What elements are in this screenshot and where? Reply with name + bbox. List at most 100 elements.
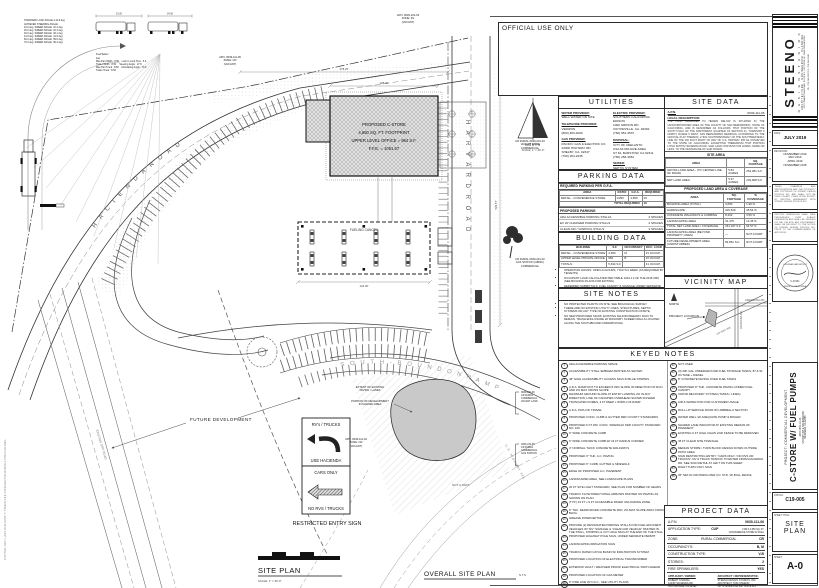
keyed-note-number: 2: [561, 370, 568, 377]
dirt-road-label: EXISTING DIRT ROAD: [95, 429, 108, 461]
plot-stamp-area: PLOTTED: JULY 1, 2019 10:42 AM BY: T. ST…: [1, 300, 9, 560]
cell: 4,650: [723, 201, 746, 209]
keyed-note-text: TRAFFIC FLOW DIRECTIONAL ARROWS PAINTED …: [568, 492, 659, 500]
pd-stories-label: STORIES:: [668, 559, 684, 564]
parking-data-panel: PARKING DATA REQUIRED PARKING PER G.F.A.…: [558, 170, 665, 246]
svg-text:34.50: 34.50: [167, 12, 174, 15]
utilities-title: UTILITIES: [559, 97, 664, 109]
keyed-note-number: 18: [561, 493, 568, 500]
keyed-note-number: 20: [561, 508, 568, 516]
keyed-note-number: 45: [670, 393, 677, 400]
keyed-note-text: 8" CONCRETE PAVING OVER FUEL TANKS: [677, 376, 737, 381]
keyed-note-number: 26: [561, 558, 568, 565]
project-label: PROJECT: COMMERCIAL DEVELOPMENT: [783, 389, 788, 465]
building-note: OCCUPANT LOAD CALCULATED PER TABLE 1004.…: [564, 276, 664, 284]
col-blank: [726, 158, 746, 169]
cell: 5.84 ACRES: [726, 167, 746, 178]
keyed-note-text: MAXIMUM GROUND SLOPE AT ENTRY LANDING 2%…: [568, 392, 656, 400]
revisions-label: REVISIONS:: [774, 149, 788, 153]
building-data-table: BUILDING S.F. OCCUPANCY OCC. LOAD RETAIL…: [558, 244, 665, 268]
project-name: C-STORE W/ FUEL PUMPS: [789, 372, 799, 482]
svg-text:N.T.S.: N.T.S.: [519, 573, 527, 577]
dimension-lines: [237, 69, 503, 328]
svg-text:51.00: 51.00: [116, 12, 123, 15]
keyed-note-number: 24: [561, 543, 568, 550]
hwy-395-label: U.S. HIGHWAY 395: [504, 444, 526, 481]
architect-line: ARCHITECT: TOM STEENO: [717, 582, 750, 586]
job-number-value: C19-005: [785, 496, 805, 503]
keyed-note-text: EDGE OF PROPOSED A.C. PAVEMENT: [568, 469, 622, 474]
coverage-row: FUTURE DEVELOPMENT AREA (UNDISTURBED)82,…: [664, 238, 767, 248]
keyed-note-text: PROPOSED 8" THK. CONCRETE PAVING UNDER F…: [677, 384, 753, 392]
pd-occ-value: B, M: [756, 544, 764, 549]
utility-entry: DISPOSAL:CITY OF ADELANTO CSA 64 MOJAVE …: [613, 138, 662, 159]
cell: M: [622, 250, 645, 257]
keyed-note-text: PROPOSED 3" THK. A.C. PAVING: [568, 453, 614, 458]
col-sqft: SQ. FOOTAGE: [723, 192, 746, 203]
firm-address-1: 13772 MARIPOSA ROAD, SUITE B-1, VICTORVI…: [804, 35, 807, 109]
sheet-number-label: SHEET:: [774, 555, 783, 559]
building-note: OPERATION HOURS: OPEN 24 HOURS, 7 DAYS A…: [564, 268, 664, 276]
keyed-note-text: LANDSCAPED AREA, SEE LANDSCAPE PLANS: [568, 477, 634, 481]
owner-line: ROBERT SHARMA: [668, 579, 690, 583]
keyed-note-number: 43: [670, 377, 677, 385]
keyed-note-number: 47: [670, 408, 677, 416]
stall-type: ADA ACCESSIBLE PARKING STALLS: [560, 214, 612, 219]
utility-entry: TELEPHONE PROVIDER:VERIZON (800) 483-400…: [562, 122, 611, 135]
coverage-bar: PROPOSED LAND AREA & COVERAGE: [665, 185, 767, 193]
col-load: OCC. LOAD: [643, 244, 665, 251]
disclaimer-text-1: THESE DRAWINGS AND SPECIFICATIONS ARE TH…: [774, 186, 816, 204]
col-required: REQUIRED: [641, 189, 665, 196]
north-label: NORTH: [525, 143, 541, 147]
cell: RETAIL - CONVENIENCE STORE: [559, 195, 616, 202]
pd-stories-row: STORIES:2: [667, 558, 765, 566]
cell: 5.37 ACRES: [726, 176, 746, 186]
cell: 8,403: [723, 212, 746, 220]
cell: 31 OCCUP.: [643, 250, 665, 257]
building-data-row: TOTALS:5,634 S.F.41 OCCUP.: [558, 261, 665, 268]
col-building: BUILDING: [558, 244, 608, 251]
utility-entry: ELECTRIC PROVIDER:SOUTHERN CALIFORNIA ED…: [613, 111, 662, 136]
building-label: PROPOSED C-STORE 4,650 SQ. FT. FOOTPRINT…: [351, 122, 416, 151]
site-note: NO NEW PROPOSED SIGNS. EXISTING MAJOR FR…: [564, 314, 664, 325]
pd-const-label: CONSTRUCTION TYPE:: [668, 552, 706, 557]
keyed-note-number: 46: [670, 401, 677, 408]
keyed-note-text: PROPOSED CONC. CURB & GUTTER PER COUNTY …: [568, 415, 659, 420]
pd-apn-label: A.P.N.: [668, 519, 678, 524]
cell: RETAIL - CONVENIENCE STORE: [558, 250, 608, 257]
property-lines: [11, 37, 469, 333]
keyed-note-number: 14: [561, 462, 568, 470]
cell: TOTALS:: [558, 261, 608, 268]
keyed-note-number: 6: [561, 401, 568, 408]
cell: 13.45 %: [744, 218, 767, 225]
utility-value: WELL WATER ON SITE: [561, 115, 595, 120]
stall-type: EV W/ CHARGER PARKING STALLS: [560, 221, 611, 226]
required-parking-row: RETAIL - CONVENIENCE STORE 1/250 4,650 1…: [559, 195, 665, 202]
cell: 41 OCCUP.: [643, 261, 665, 268]
future-development-label: FUTURE DEVELOPMENT: [190, 417, 252, 422]
disclaimer-text-2: WRITTEN DIMENSIONS SHALL TAKE PRECEDENCE…: [774, 214, 816, 234]
overall-highway-curves: [299, 434, 557, 588]
required-total-row: TOTAL REQUIRED: 19: [559, 200, 665, 208]
tree-symbol: [503, 226, 523, 259]
